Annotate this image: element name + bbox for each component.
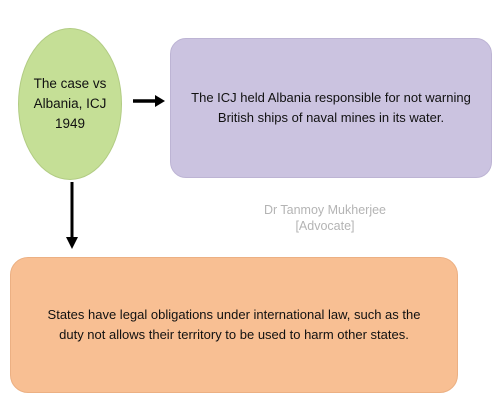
case-node-line-3: 1949 bbox=[54, 116, 86, 132]
arrow-down-head bbox=[66, 237, 78, 249]
arrow-down-to-obligation bbox=[66, 182, 78, 249]
holding-node-text: The ICJ held Albania responsible for not… bbox=[191, 89, 471, 125]
arrow-right-to-holding bbox=[133, 95, 165, 107]
case-node-text: The case vs Albania, ICJ 1949 bbox=[30, 74, 110, 135]
arrow-right-head bbox=[155, 95, 165, 107]
obligation-node: States have legal obligations under inte… bbox=[10, 257, 458, 393]
case-node-line-1: The case vs bbox=[33, 75, 107, 91]
watermark-name: Dr Tanmoy Mukherjee bbox=[263, 203, 387, 217]
obligation-node-text: States have legal obligations under inte… bbox=[47, 306, 421, 342]
author-watermark: Dr Tanmoy Mukherjee [Advocate] bbox=[250, 202, 400, 235]
holding-node: The ICJ held Albania responsible for not… bbox=[170, 38, 492, 178]
case-node-line-2: Albania, ICJ bbox=[33, 95, 107, 111]
watermark-title: [Advocate] bbox=[295, 219, 355, 234]
case-node: The case vs Albania, ICJ 1949 bbox=[18, 28, 122, 180]
